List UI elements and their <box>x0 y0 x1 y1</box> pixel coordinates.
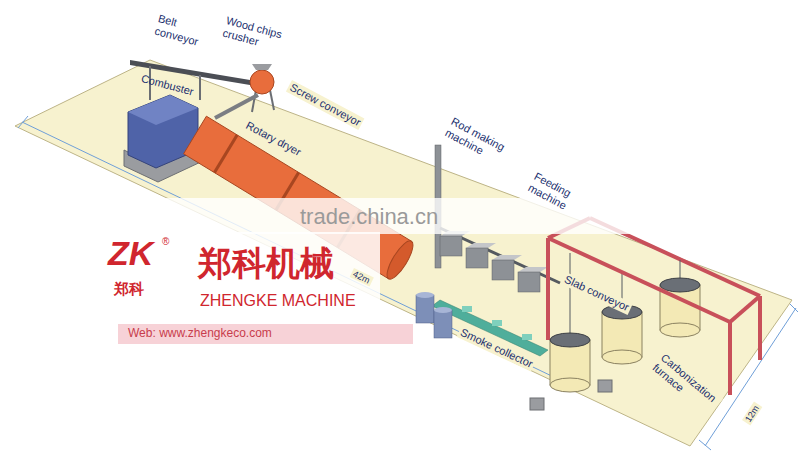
dimension-line <box>18 116 798 450</box>
floor-slab <box>15 60 792 446</box>
screw-conveyor <box>215 95 258 118</box>
belt-conveyor <box>199 75 201 100</box>
carbonization-furnace <box>570 253 571 333</box>
rod-making-machine <box>440 228 560 292</box>
screw-conveyor <box>215 95 258 118</box>
carbonization-furnace <box>602 350 642 364</box>
carbonization-furnace <box>550 378 590 392</box>
dimension-line <box>705 308 796 446</box>
logo-patch <box>100 232 380 316</box>
gantry-front-beam <box>728 322 732 395</box>
dimension-line <box>18 116 28 128</box>
carbonization-furnace <box>530 398 544 410</box>
carbonization-furnace <box>660 323 700 337</box>
smoke-collector <box>416 295 434 323</box>
gantry-front-beam <box>548 238 730 395</box>
part-label: Carbonization furnace <box>649 350 723 418</box>
gantry-front-beam <box>548 238 730 322</box>
combuster <box>128 95 198 168</box>
dimension-line <box>22 122 560 380</box>
smoke-collector <box>416 292 434 298</box>
watermark: trade.china.cn <box>300 204 438 229</box>
wood-chips-crusher <box>250 64 274 112</box>
rotary-dryer <box>214 135 237 173</box>
part-label: Wood chips crusher <box>221 14 287 54</box>
carbonization-furnace <box>598 380 612 392</box>
part-label: Belt conveyor <box>153 12 206 49</box>
rod-making-machine <box>492 255 522 260</box>
carbonization-furnace <box>680 260 681 278</box>
rod-making-machine <box>466 248 488 268</box>
dimension-line <box>699 440 711 450</box>
rod-making-machine <box>440 228 560 283</box>
gantry-frame <box>730 296 760 322</box>
dimension-label: 12m <box>742 402 762 426</box>
watermark-band <box>130 198 710 234</box>
brand-name: 郑科机械 <box>198 244 334 283</box>
rod-making-machine <box>518 267 548 272</box>
part-label: Rod making machine <box>443 115 510 166</box>
wood-chips-crusher <box>270 90 274 110</box>
rod-making-machine <box>518 272 540 292</box>
combuster <box>128 95 198 125</box>
brand-mark: ® <box>162 236 169 248</box>
brand-name: ZHENGKE MACHINE <box>200 292 356 310</box>
logo-patch <box>118 324 413 344</box>
part-label: Combuster <box>140 72 195 98</box>
floor-slab <box>15 60 792 446</box>
dimension-line <box>790 304 798 312</box>
smoke-collector <box>434 310 452 338</box>
slab-conveyor <box>522 334 532 340</box>
brand-logo: ZK <box>108 234 153 273</box>
carbonization-furnace <box>550 333 590 347</box>
logo-patch <box>100 232 413 344</box>
slab-conveyor <box>462 306 472 312</box>
carbonization-furnace <box>660 278 700 292</box>
wood-chips-crusher <box>252 64 272 70</box>
part-label: Rotary dryer <box>242 118 305 159</box>
website-line: Web: www.zhengkeco.com <box>128 327 272 341</box>
part-label: Slab conveyor <box>561 272 633 315</box>
wood-chips-crusher <box>252 90 256 112</box>
rod-making-machine <box>492 260 514 280</box>
part-label: Feeding machine <box>526 170 584 217</box>
part-label: Screw conveyor <box>286 80 365 130</box>
gantry-frame <box>546 238 550 340</box>
rod-making-machine <box>466 243 496 248</box>
dimension-label: 42m <box>350 268 374 287</box>
rod-making-machine <box>440 236 462 256</box>
slab-conveyor <box>492 320 502 326</box>
belt-conveyor <box>130 60 250 100</box>
wood-chips-crusher <box>250 70 274 94</box>
gantry-frame <box>758 296 762 360</box>
watermark-band <box>130 198 710 234</box>
smoke-collector <box>434 307 452 313</box>
part-label: Smoke collector <box>457 325 537 371</box>
smoke-collector <box>416 292 452 338</box>
rotary-dryer <box>383 238 418 283</box>
brand-name: 郑科 <box>114 280 144 297</box>
